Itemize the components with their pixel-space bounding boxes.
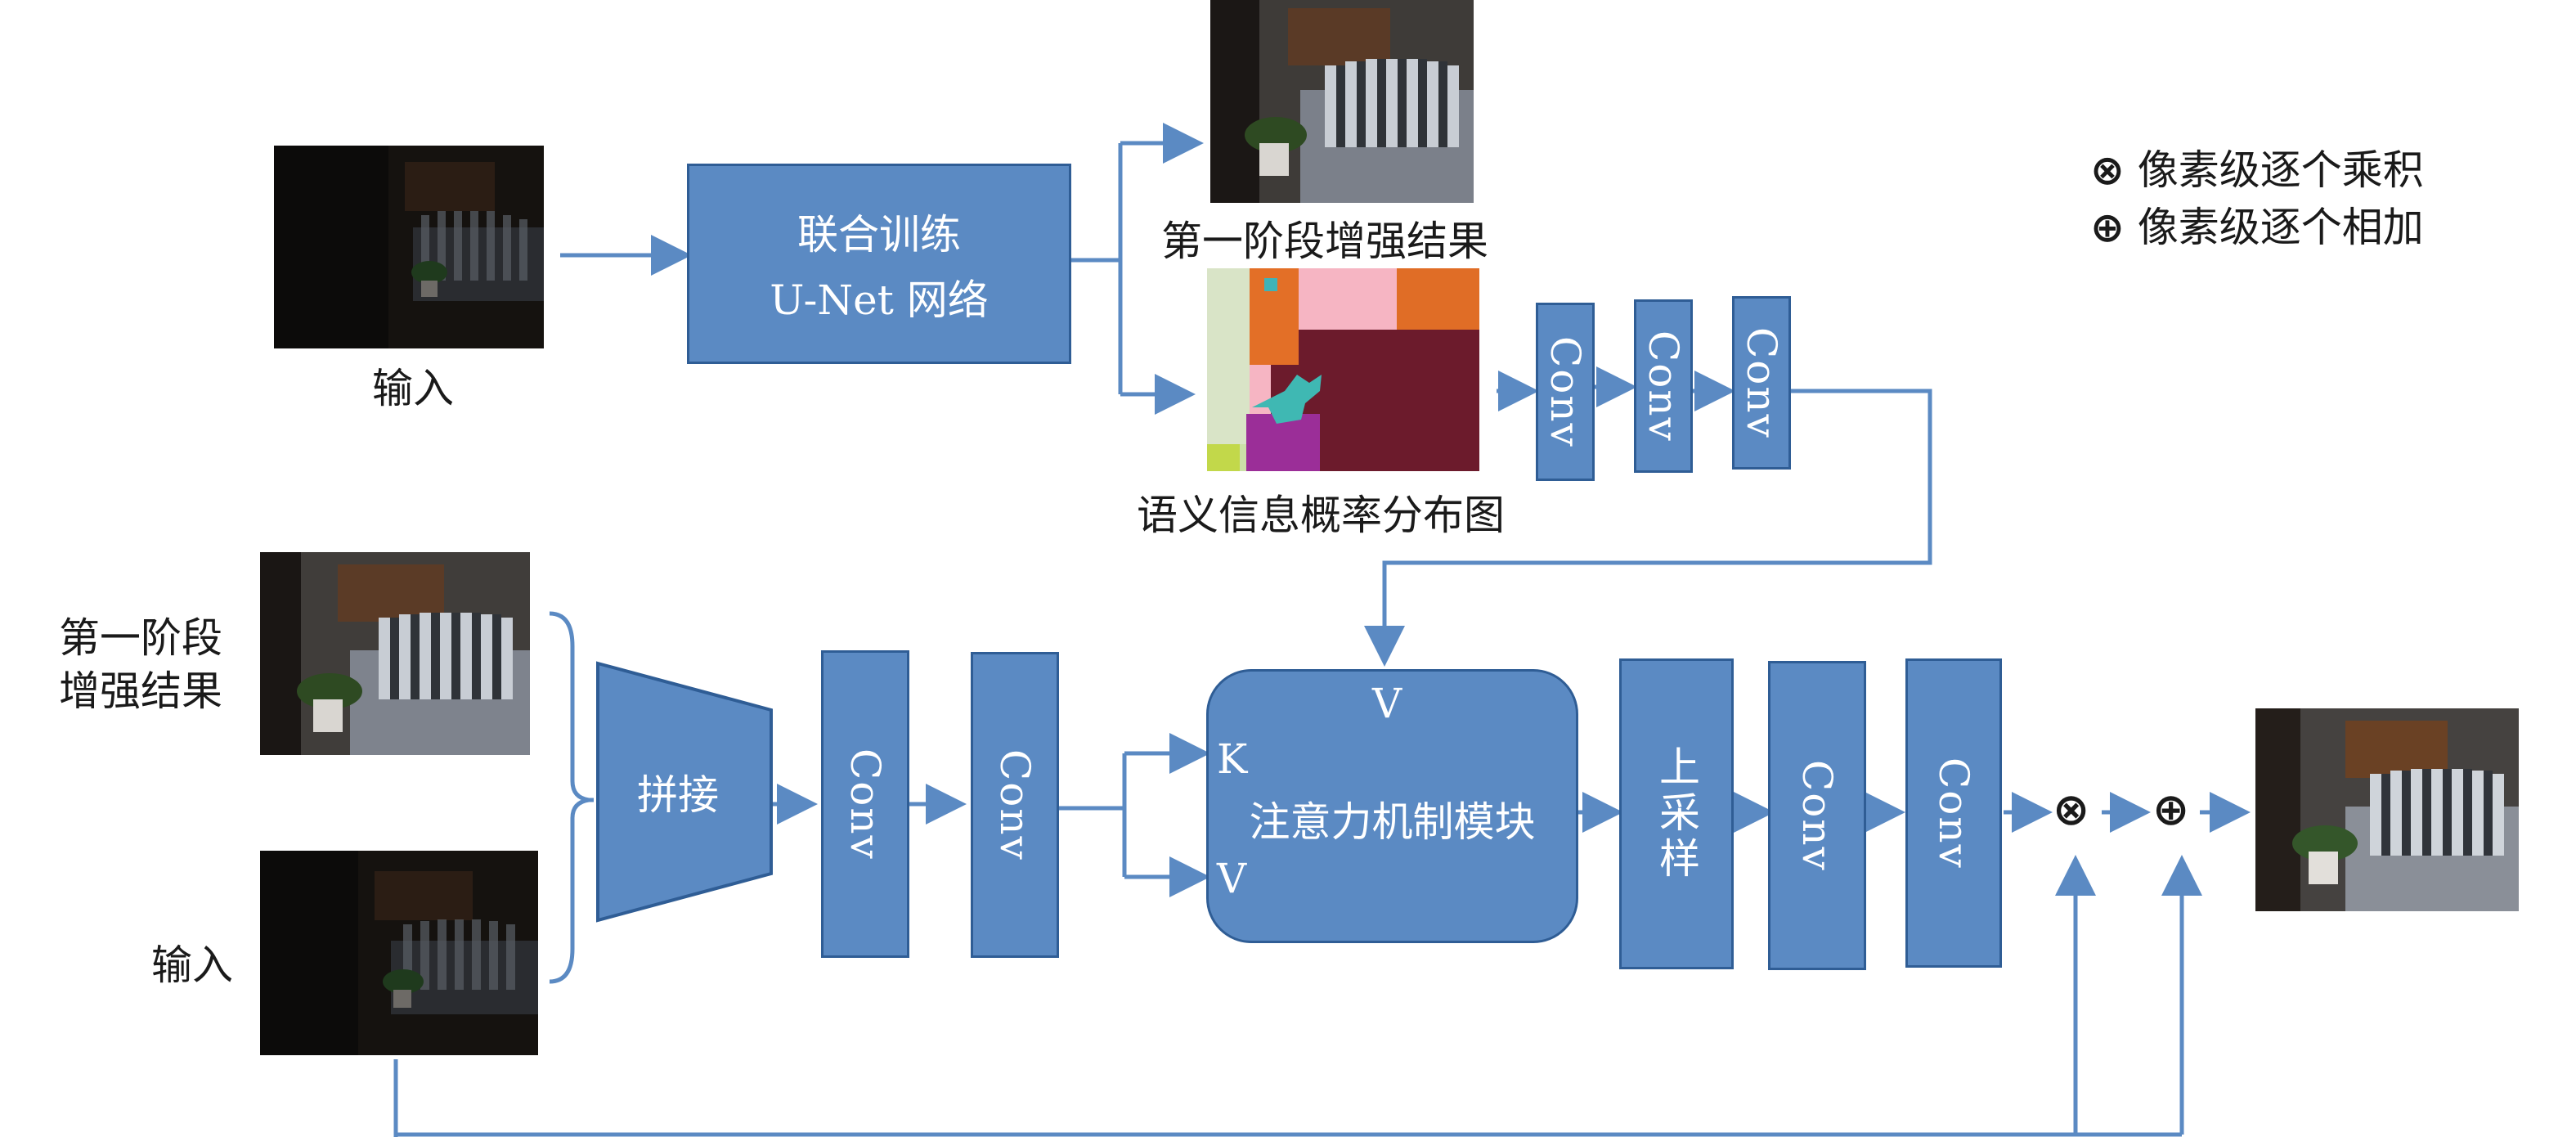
oplus-operator: ⊕ bbox=[2152, 784, 2190, 835]
unet-line1: 联合训练 bbox=[797, 210, 961, 258]
bottom-conv-1: Conv bbox=[821, 650, 909, 958]
attention-v-bottom: V bbox=[1217, 855, 1247, 902]
semantic-map-image bbox=[1207, 268, 1479, 471]
concat-label: 拼接 bbox=[637, 771, 719, 819]
legend-sum: ⊕ 像素级逐个相加 bbox=[2090, 195, 2424, 254]
bottom-conv-4: Conv bbox=[1905, 658, 2002, 968]
input-image-top bbox=[274, 146, 544, 348]
top-conv-2: Conv bbox=[1634, 299, 1693, 473]
bottom-conv-3-label: Conv bbox=[1793, 759, 1841, 872]
concat-block: 拼接 bbox=[595, 661, 775, 923]
stage1-result-label-bottom-1: 第一阶段 bbox=[59, 614, 222, 662]
stage1-result-label-bottom-2: 增强结果 bbox=[59, 667, 222, 715]
stage1-result-image-top bbox=[1210, 0, 1474, 203]
legend-product-label: 像素级逐个乘积 bbox=[2137, 146, 2424, 194]
unet-block: 联合训练 U-Net 网络 bbox=[687, 164, 1071, 364]
bottom-conv-2: Conv bbox=[971, 652, 1059, 958]
bottom-conv-4-label: Conv bbox=[1930, 757, 1977, 870]
attention-module: 注意力机制模块 V K V bbox=[1206, 669, 1578, 943]
bottom-conv-3: Conv bbox=[1768, 661, 1866, 970]
top-conv-1: Conv bbox=[1536, 303, 1595, 481]
unet-line2: U-Net 网络 bbox=[770, 276, 989, 324]
input-label-bottom: 输入 bbox=[151, 942, 233, 989]
bottom-conv-1-label: Conv bbox=[841, 748, 889, 861]
output-image bbox=[2255, 708, 2519, 911]
stage1-result-image-bottom bbox=[260, 552, 530, 755]
upsample-label: 上采样 bbox=[1653, 745, 1700, 883]
bottom-conv-2-label: Conv bbox=[991, 748, 1039, 861]
attention-k: K bbox=[1217, 735, 1248, 783]
top-conv-3: Conv bbox=[1732, 296, 1791, 470]
top-conv-1-label: Conv bbox=[1542, 335, 1589, 448]
legend-sum-label: 像素级逐个相加 bbox=[2137, 204, 2424, 251]
oplus-icon: ⊕ bbox=[2090, 204, 2125, 251]
input-label-top: 输入 bbox=[372, 365, 454, 412]
attention-v-top: V bbox=[1372, 680, 1402, 727]
semantic-map-label: 语义信息概率分布图 bbox=[1137, 492, 1505, 539]
legend-product: ⊗ 像素级逐个乘积 bbox=[2090, 137, 2424, 196]
top-conv-3-label: Conv bbox=[1738, 326, 1785, 439]
concat-shape bbox=[596, 661, 773, 923]
otimes-icon: ⊗ bbox=[2090, 146, 2125, 194]
attention-label: 注意力机制模块 bbox=[1249, 798, 1536, 846]
top-conv-2-label: Conv bbox=[1640, 330, 1687, 443]
input-image-bottom bbox=[260, 851, 538, 1055]
otimes-operator: ⊗ bbox=[2053, 784, 2090, 835]
upsample-block: 上采样 bbox=[1619, 658, 1734, 969]
stage1-result-label-top: 第一阶段增强结果 bbox=[1161, 218, 1488, 265]
